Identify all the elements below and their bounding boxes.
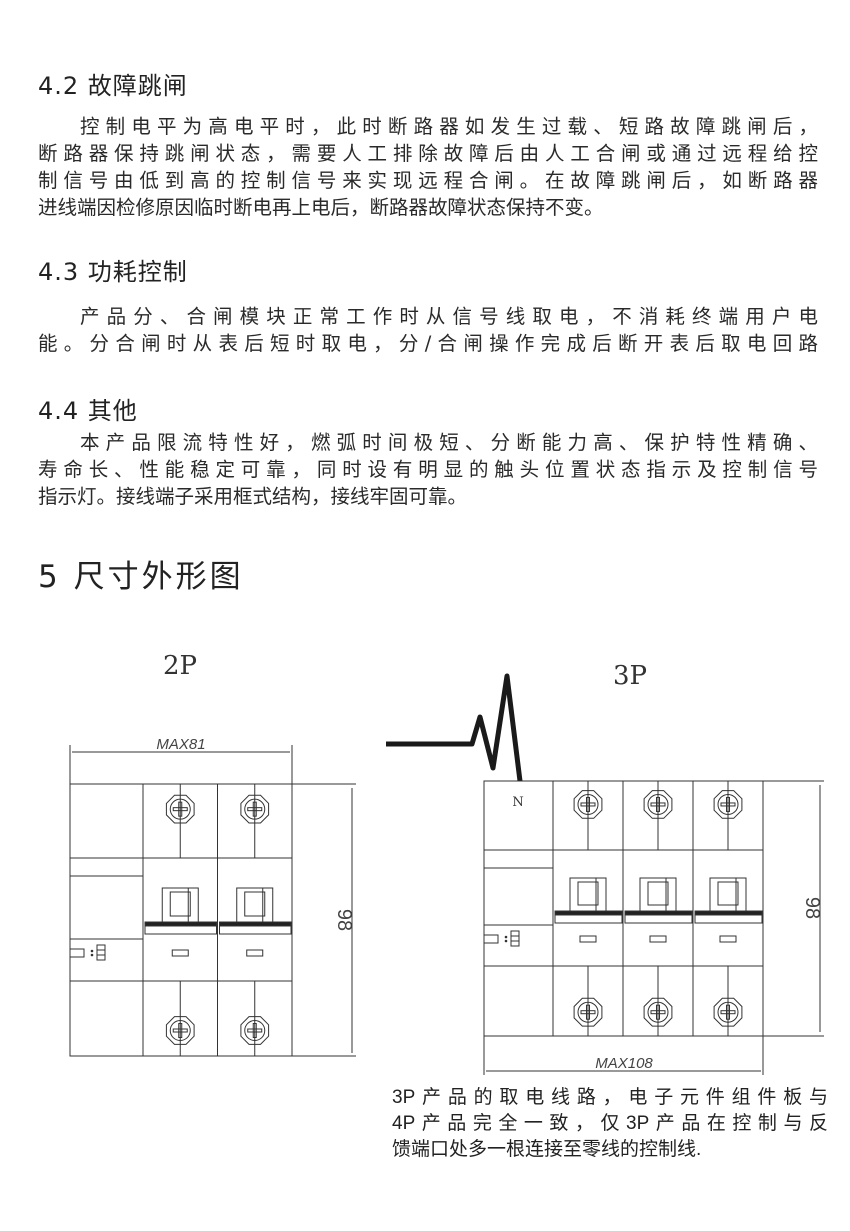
paragraph-line: 断路器保持跳闸状态，需要人工排除故障后由人工合闸或通过远程给控 — [38, 142, 818, 165]
paragraph-line: 能。分合闸时从表后短时取电，分/合闸操作完成后断开表后取电回路 — [38, 332, 818, 355]
caption-line: 馈端口处多一根连接至零线的控制线. — [392, 1139, 702, 1160]
switch-handle — [236, 887, 274, 923]
heading-4-4: 4.4 其他 — [38, 397, 138, 425]
terminal-screw-icon — [573, 790, 603, 819]
indicator-window — [483, 934, 499, 944]
paragraph-line: 指示灯。接线端子采用框式结构，接线牢固可靠。 — [38, 485, 468, 508]
breaker-outline — [69, 783, 293, 1057]
terminal-screw-icon — [713, 790, 743, 819]
height-dimension-2p: 98 — [333, 909, 355, 931]
terminal-screw-icon — [643, 997, 673, 1027]
heading-4-3: 4.3 功耗控制 — [38, 258, 188, 286]
indicator-window — [69, 948, 85, 958]
handle-bar — [144, 921, 217, 927]
pole-indicator — [171, 949, 189, 957]
switch-handle — [709, 877, 747, 912]
pole-indicator — [246, 949, 264, 957]
switch-handle — [569, 877, 607, 912]
terminal-screw-icon — [240, 1016, 270, 1045]
terminal-screw-icon — [165, 794, 195, 824]
pole-indicator — [579, 935, 597, 943]
width-dimension-2p: MAX81 — [156, 736, 205, 753]
paragraph-line: 制信号由低到高的控制信号来实现远程合闸。在故障跳闸后，如断路器 — [38, 169, 818, 192]
neutral-label: N — [512, 795, 523, 810]
caption-line: 3P产品的取电线路，电子元件组件板与 — [392, 1087, 828, 1108]
pole-indicator — [649, 935, 667, 943]
heading-5: 5 尺寸外形图 — [38, 559, 244, 595]
paragraph-line: 控制电平为高电平时，此时断路器如发生过载、短路故障跳闸后， — [80, 115, 818, 138]
height-dimension-3p: 98 — [801, 897, 823, 919]
heading-4-2: 4.2 故障跳闸 — [38, 72, 188, 100]
switch-handle — [639, 877, 677, 912]
paragraph-line: 产品分、合闸模块正常工作时从信号线取电，不消耗终端用户电 — [80, 305, 818, 328]
terminal-screw-icon — [165, 1016, 195, 1045]
caption-line: 4P产品完全一致，仅3P产品在控制与反 — [392, 1113, 828, 1134]
switch-handle — [161, 887, 199, 923]
handle-bar — [694, 910, 763, 916]
width-dimension-3p: MAX108 — [595, 1055, 653, 1072]
neutral-control-wire — [386, 673, 523, 782]
handle-bar — [554, 910, 623, 916]
handle-bar — [219, 921, 292, 927]
drawing-2p-label: 2P — [163, 651, 197, 681]
handle-bar — [624, 910, 693, 916]
terminal-screw-icon — [713, 997, 743, 1027]
pole-indicator — [719, 935, 737, 943]
drawing-3p-label: 3P — [613, 661, 647, 691]
terminal-screw-icon — [643, 790, 673, 819]
status-indicator-icon — [96, 944, 106, 961]
terminal-screw-icon — [573, 997, 603, 1027]
paragraph-line: 寿命长、性能稳定可靠，同时设有明显的触头位置状态指示及控制信号 — [38, 458, 818, 481]
paragraph-line: 本产品限流特性好，燃弧时间极短、分断能力高、保护特性精确、 — [80, 431, 818, 454]
terminal-screw-icon — [240, 794, 270, 824]
status-indicator-icon — [510, 930, 520, 947]
paragraph-line: 进线端因检修原因临时断电再上电后，断路器故障状态保持不变。 — [38, 196, 604, 219]
